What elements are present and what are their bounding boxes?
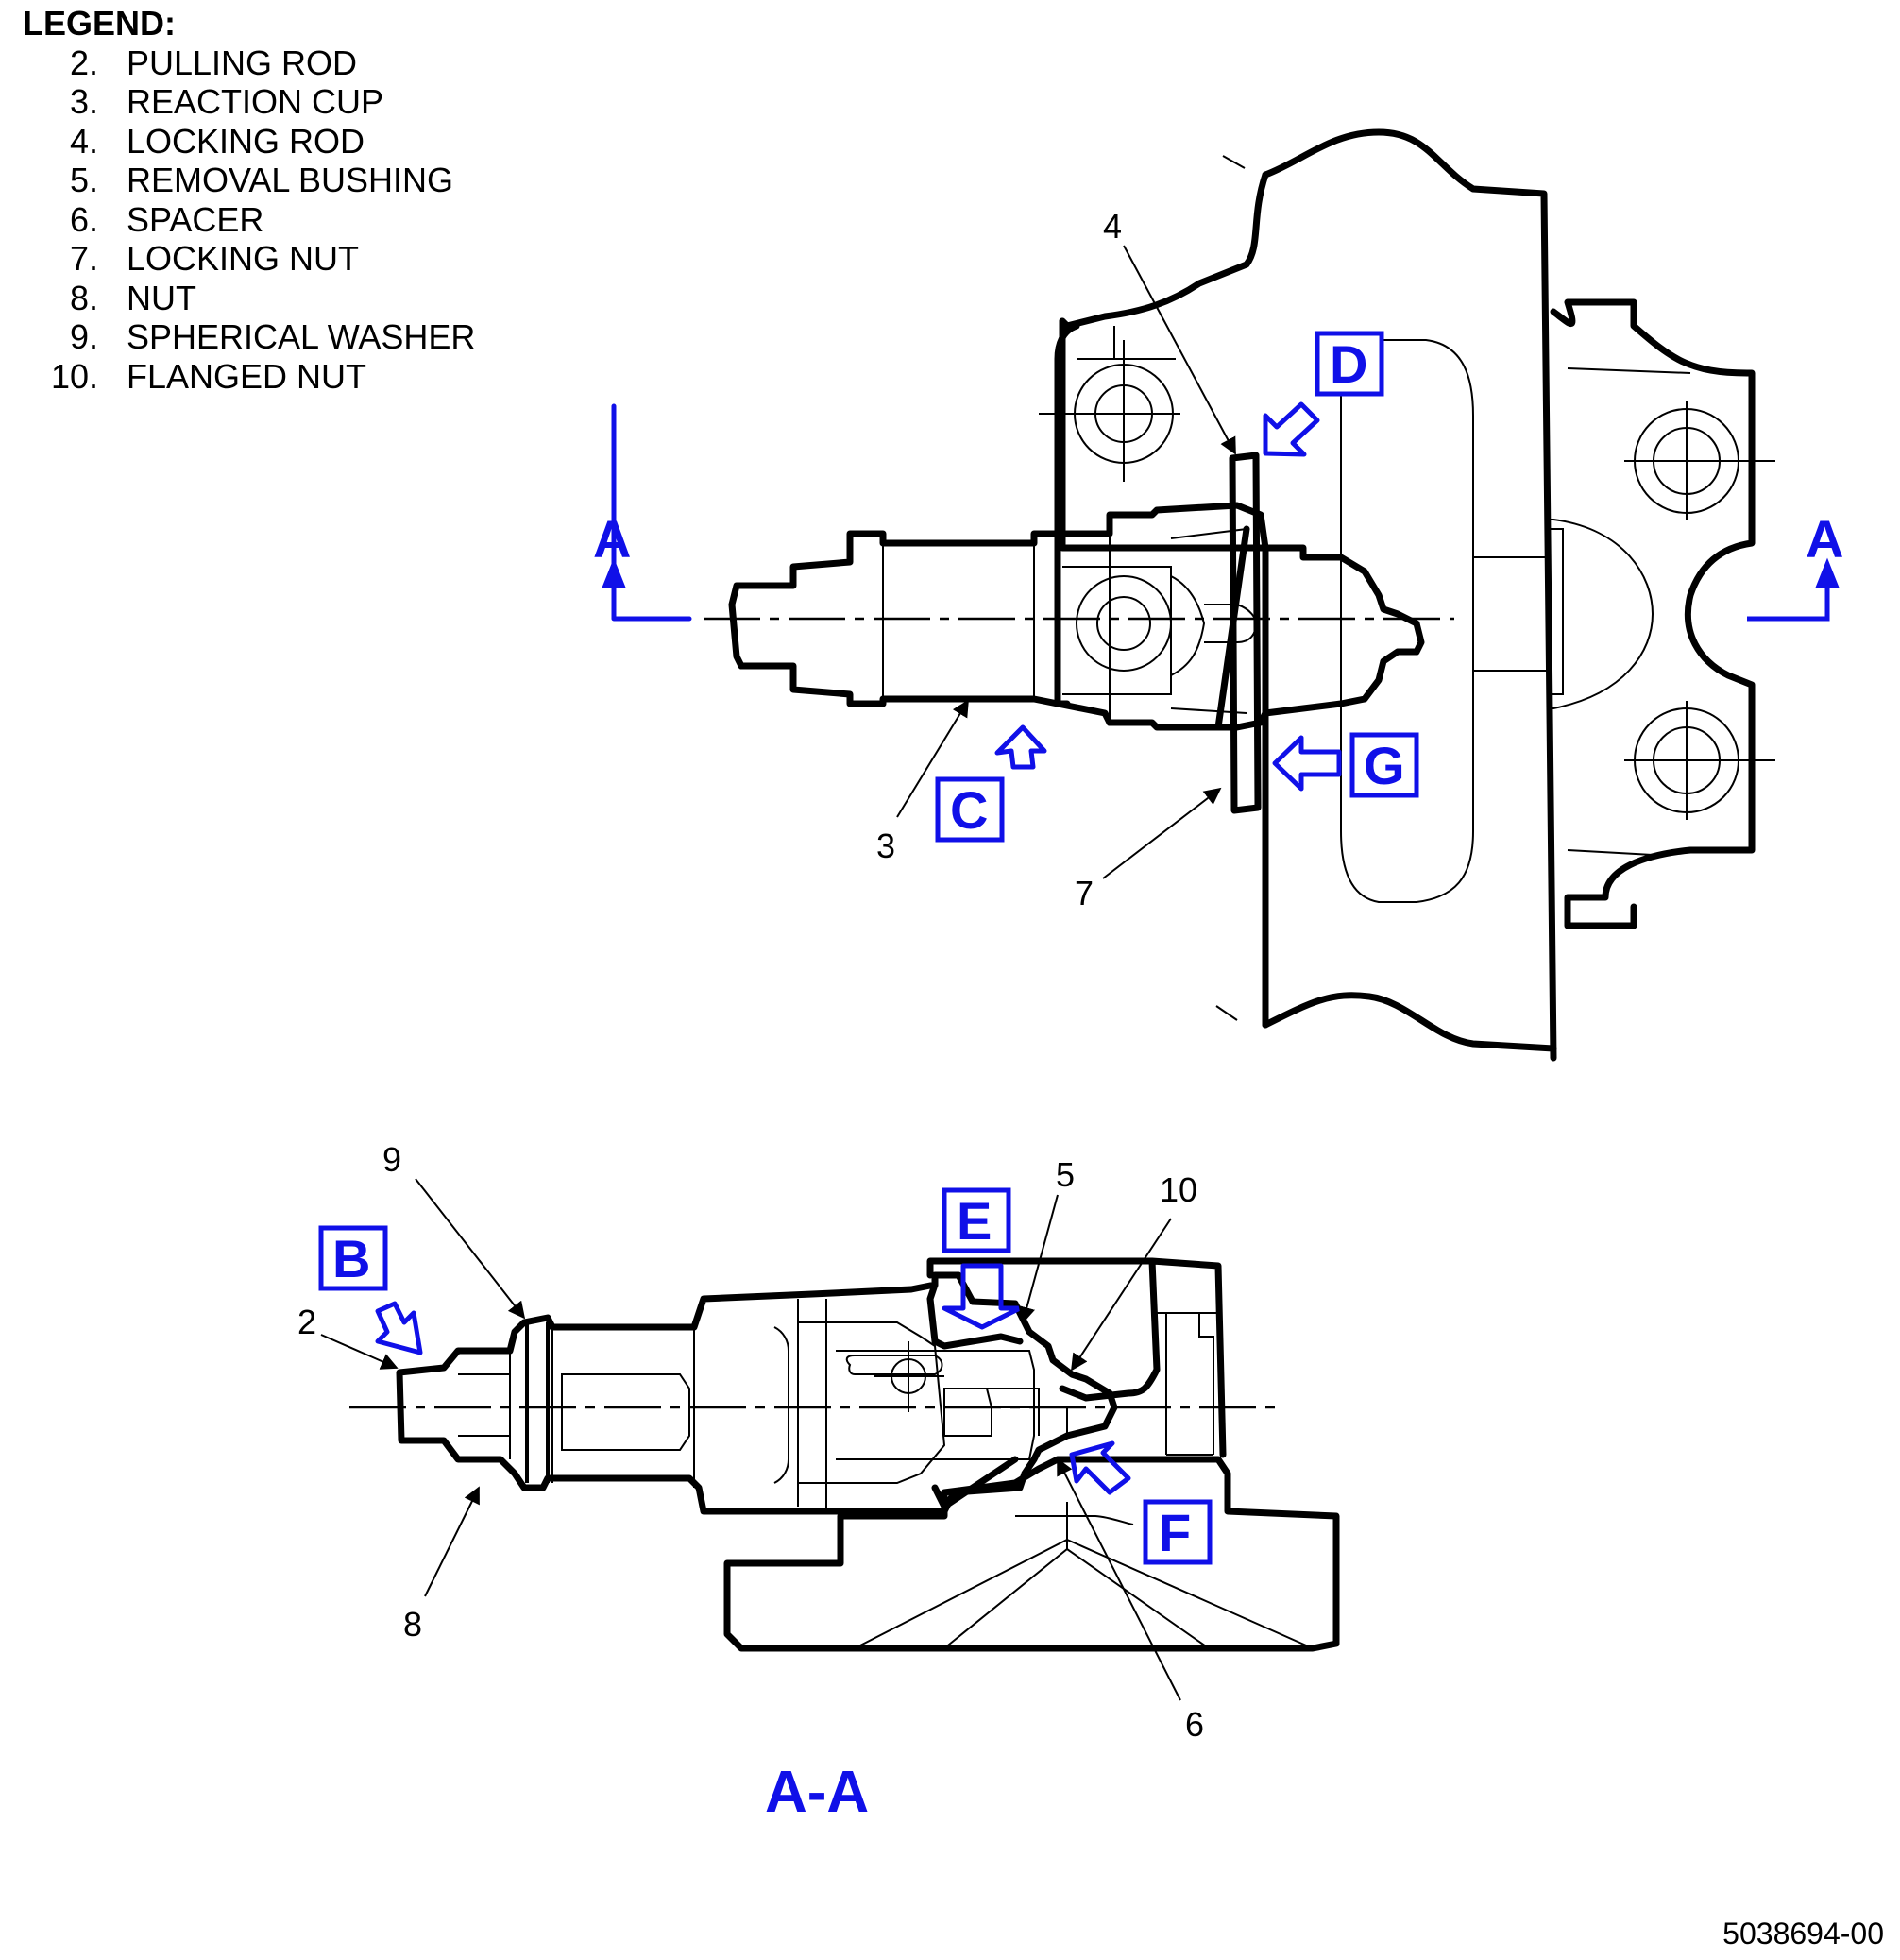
detail-label-f: F bbox=[1159, 1503, 1191, 1562]
callout-9: 9 bbox=[382, 1140, 401, 1179]
callout-5: 5 bbox=[1056, 1155, 1075, 1194]
detail-label-g: G bbox=[1364, 736, 1405, 795]
legend-item: 7. LOCKING NUT bbox=[23, 239, 475, 279]
legend-item: 6. SPACER bbox=[23, 200, 475, 240]
callout-4: 4 bbox=[1103, 207, 1122, 246]
legend-item: 8. NUT bbox=[23, 279, 475, 318]
legend-item-number: 9. bbox=[69, 317, 98, 356]
housing-bottom-wave bbox=[1262, 992, 1557, 1052]
detail-arrow-d bbox=[1263, 401, 1320, 457]
legend-item-label: FLANGED NUT bbox=[127, 356, 367, 396]
section-marker-right: A bbox=[1806, 509, 1843, 569]
legend-title: LEGEND: bbox=[23, 4, 176, 43]
top-view: A A D C G 4 3 7 bbox=[593, 128, 1843, 1062]
legend-item-number: 7. bbox=[69, 239, 98, 278]
legend-item-label: PULLING ROD bbox=[127, 43, 358, 82]
locking-rod bbox=[1229, 452, 1262, 814]
section-view-title: A-A bbox=[765, 1760, 869, 1825]
callout-8: 8 bbox=[403, 1605, 422, 1644]
section-housing bbox=[926, 1257, 1227, 1458]
legend-item-label: LOCKING NUT bbox=[127, 239, 360, 278]
legend-item-label: SPHERICAL WASHER bbox=[127, 317, 476, 356]
legend-item-label: LOCKING ROD bbox=[127, 121, 365, 161]
section-marker-left: A bbox=[593, 509, 631, 569]
housing-outline bbox=[1059, 171, 1269, 1029]
legend-item-number: 8. bbox=[69, 278, 98, 317]
legend-item: 9. SPHERICAL WASHER bbox=[23, 317, 475, 357]
figure-number: 5038694-00 bbox=[1722, 1917, 1884, 1951]
detail-arrow-b bbox=[375, 1301, 423, 1355]
detail-arrow-g bbox=[1272, 735, 1342, 792]
legend-item: 10. FLANGED NUT bbox=[23, 357, 475, 397]
legend-item: 3. REACTION CUP bbox=[23, 82, 475, 122]
legend-item: 5. REMOVAL BUSHING bbox=[23, 161, 475, 200]
callout-6: 6 bbox=[1185, 1705, 1204, 1744]
callout-7: 7 bbox=[1075, 874, 1094, 912]
left-mounting-block bbox=[1054, 317, 1080, 707]
legend-item-label: REMOVAL BUSHING bbox=[127, 161, 454, 199]
legend: LEGEND: 2. PULLING ROD 3. REACTION CUP 4… bbox=[23, 4, 475, 396]
removal-bushing bbox=[926, 1281, 1024, 1510]
detail-arrow-c bbox=[994, 724, 1047, 770]
detail-label-e: E bbox=[957, 1191, 992, 1251]
section-base bbox=[723, 1456, 1340, 1652]
callout-3: 3 bbox=[876, 827, 895, 865]
legend-item-number: 4. bbox=[69, 121, 98, 161]
detail-label-d: D bbox=[1330, 334, 1367, 394]
legend-item-number: 5. bbox=[69, 161, 98, 199]
legend-item-number: 10. bbox=[50, 356, 98, 396]
legend-item-number: 3. bbox=[69, 82, 98, 121]
housing-window bbox=[1340, 339, 1474, 903]
detail-arrow-f bbox=[1069, 1440, 1131, 1495]
detail-label-b: B bbox=[332, 1229, 370, 1288]
legend-item-label: REACTION CUP bbox=[127, 82, 384, 121]
detail-label-c: C bbox=[950, 780, 988, 840]
legend-item: 2. PULLING ROD bbox=[23, 43, 475, 83]
right-bracket bbox=[1550, 298, 1756, 929]
dome bbox=[1549, 519, 1654, 709]
legend-item-number: 2. bbox=[69, 43, 98, 82]
reaction-cup bbox=[728, 502, 1425, 731]
housing-right-edge bbox=[1262, 128, 1557, 1062]
detail-arrow-e bbox=[942, 1263, 1023, 1330]
legend-item: 4. LOCKING ROD bbox=[23, 122, 475, 162]
callout-2: 2 bbox=[297, 1303, 316, 1341]
legend-item-label: NUT bbox=[127, 278, 196, 317]
callout-10: 10 bbox=[1160, 1170, 1197, 1209]
section-view-a-a: B E F 9 2 8 5 10 6 A-A bbox=[297, 1140, 1340, 1825]
legend-item-number: 6. bbox=[69, 199, 98, 239]
legend-item-label: SPACER bbox=[127, 199, 264, 239]
